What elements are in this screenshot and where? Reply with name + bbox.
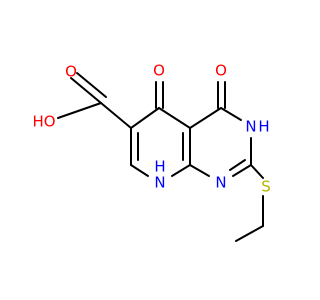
bond-ch3 — [235, 225, 264, 242]
bond-c-ring — [100, 102, 132, 129]
bond-c2-n1-b — [229, 159, 246, 171]
atom-n3: N — [245, 118, 256, 136]
bond-c8a-n8 — [171, 164, 191, 177]
bond-c5-c4a — [158, 107, 191, 129]
atom-n3-hydrogen: H — [258, 118, 269, 136]
bond-c-ohydroxyl — [57, 102, 102, 119]
bond-layer — [57, 72, 264, 242]
atom-n8: N — [154, 174, 165, 192]
atom-o-keto-5: O — [153, 62, 165, 80]
molecule-canvas: HO O O O H N N N H S — [32, 61, 271, 242]
bond-c4a-c4 — [189, 107, 222, 129]
bond-c2-s — [250, 164, 264, 179]
atom-n8-hydrogen: H — [154, 158, 165, 176]
molecule-structure: HO O O O H N N N H S — [32, 62, 271, 242]
bond-c4-n3 — [220, 107, 242, 121]
atom-o-keto-4: O — [215, 62, 227, 80]
bond-c6-c5 — [130, 107, 160, 129]
atom-s: S — [261, 178, 271, 196]
bond-n8-c7 — [130, 164, 149, 177]
bond-c-ocarbonyl-b — [76, 72, 107, 98]
bond-c2-n1-a — [232, 164, 252, 177]
atom-label-layer: HO O O O H N N N H S — [32, 62, 270, 196]
atom-n1: N — [215, 174, 226, 192]
atom-o-hydroxyl: HO — [32, 113, 55, 131]
bond-c-ocarbonyl-a — [70, 77, 102, 104]
atom-o-carbonyl-acid: O — [65, 63, 77, 81]
bond-n1-c8a — [189, 164, 210, 177]
